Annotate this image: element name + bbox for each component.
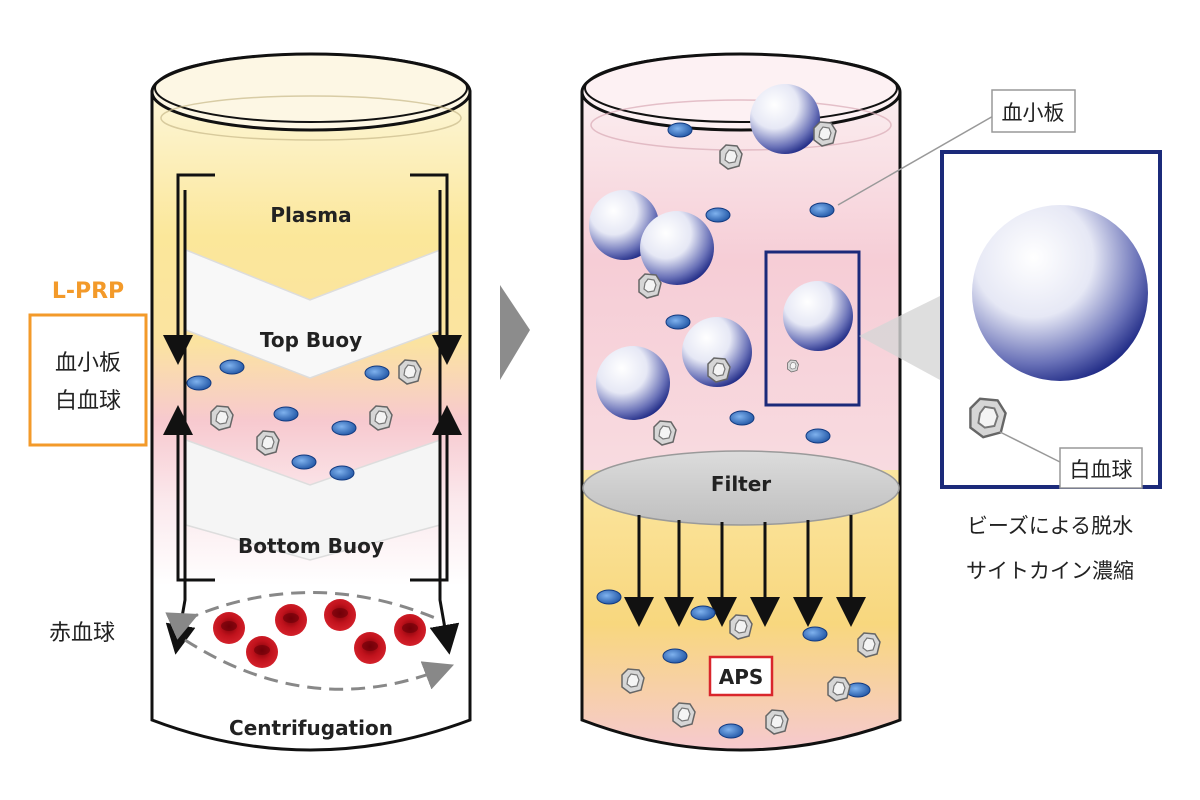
lprp-wbc-label: 白血球 bbox=[55, 389, 121, 414]
aps-box bbox=[708, 655, 774, 697]
lprp-platelet-label: 血小板 bbox=[55, 351, 121, 376]
caption-line2: サイトカイン濃縮 bbox=[966, 559, 1134, 583]
magnify-wbc bbox=[787, 359, 799, 373]
wbc bbox=[621, 668, 645, 694]
platelet bbox=[662, 648, 688, 664]
wbc bbox=[653, 420, 677, 446]
bead bbox=[783, 281, 853, 351]
bottom-buoy-label: Bottom Buoy bbox=[238, 534, 384, 558]
wbc bbox=[813, 121, 837, 147]
rbc bbox=[213, 612, 245, 644]
wbc bbox=[857, 632, 881, 658]
platelet bbox=[329, 465, 355, 481]
platelet bbox=[667, 122, 693, 138]
zoom-beam bbox=[859, 296, 940, 380]
platelet bbox=[596, 589, 622, 605]
zoom-bead bbox=[972, 205, 1148, 381]
wbc-callout-label: 白血球 bbox=[1070, 458, 1133, 482]
bead bbox=[682, 317, 752, 387]
wbc bbox=[672, 702, 696, 728]
centrifugation-label: Centrifugation bbox=[229, 716, 393, 740]
wbc bbox=[210, 405, 234, 431]
platelet-callout-line bbox=[837, 114, 996, 206]
platelet bbox=[273, 406, 299, 422]
centrifugation-ring bbox=[165, 591, 455, 691]
wbc bbox=[707, 357, 731, 383]
filter-flow-arrows bbox=[624, 515, 866, 627]
platelet bbox=[705, 207, 731, 223]
lprp-box bbox=[28, 313, 148, 447]
rbc bbox=[324, 599, 356, 631]
platelet bbox=[331, 420, 357, 436]
platelet bbox=[291, 454, 317, 470]
platelet-callout-box bbox=[991, 89, 1076, 133]
platelet bbox=[729, 410, 755, 426]
platelet bbox=[364, 365, 390, 381]
platelet bbox=[219, 359, 245, 375]
platelet bbox=[805, 428, 831, 444]
filter-label: Filter bbox=[711, 472, 771, 496]
left-cylinder bbox=[150, 52, 472, 752]
bead bbox=[640, 211, 714, 285]
rbc bbox=[394, 614, 426, 646]
bead bbox=[596, 346, 670, 420]
platelet bbox=[186, 375, 212, 391]
platelet bbox=[718, 723, 744, 739]
platelet bbox=[809, 202, 835, 218]
lprp-title: L-PRP bbox=[52, 279, 124, 304]
bead bbox=[750, 84, 820, 154]
rbc bbox=[275, 604, 307, 636]
wbc bbox=[638, 273, 662, 299]
plasma-label: Plasma bbox=[270, 203, 351, 227]
magnify-frame bbox=[764, 250, 861, 407]
wbc bbox=[398, 359, 422, 385]
platelet bbox=[690, 605, 716, 621]
wbc bbox=[369, 405, 393, 431]
wbc bbox=[719, 144, 743, 170]
wbc bbox=[765, 709, 789, 735]
wbc bbox=[827, 676, 851, 702]
top-buoy-label: Top Buoy bbox=[260, 328, 362, 352]
filter-disk bbox=[582, 450, 900, 526]
rbc bbox=[354, 632, 386, 664]
rbc-label: 赤血球 bbox=[49, 621, 115, 646]
beads bbox=[589, 84, 820, 420]
platelet bbox=[665, 314, 691, 330]
process-arrow-icon bbox=[500, 285, 530, 380]
rbc bbox=[246, 636, 278, 668]
platelet-callout-label: 血小板 bbox=[1002, 101, 1065, 125]
wbc bbox=[729, 614, 753, 640]
wbc-callout-box bbox=[1059, 447, 1143, 489]
wbc bbox=[256, 430, 280, 456]
caption-line1: ビーズによる脱水 bbox=[967, 514, 1133, 538]
wbc-callout-line bbox=[999, 431, 1061, 463]
aps-label: APS bbox=[719, 665, 764, 689]
platelet bbox=[802, 626, 828, 642]
